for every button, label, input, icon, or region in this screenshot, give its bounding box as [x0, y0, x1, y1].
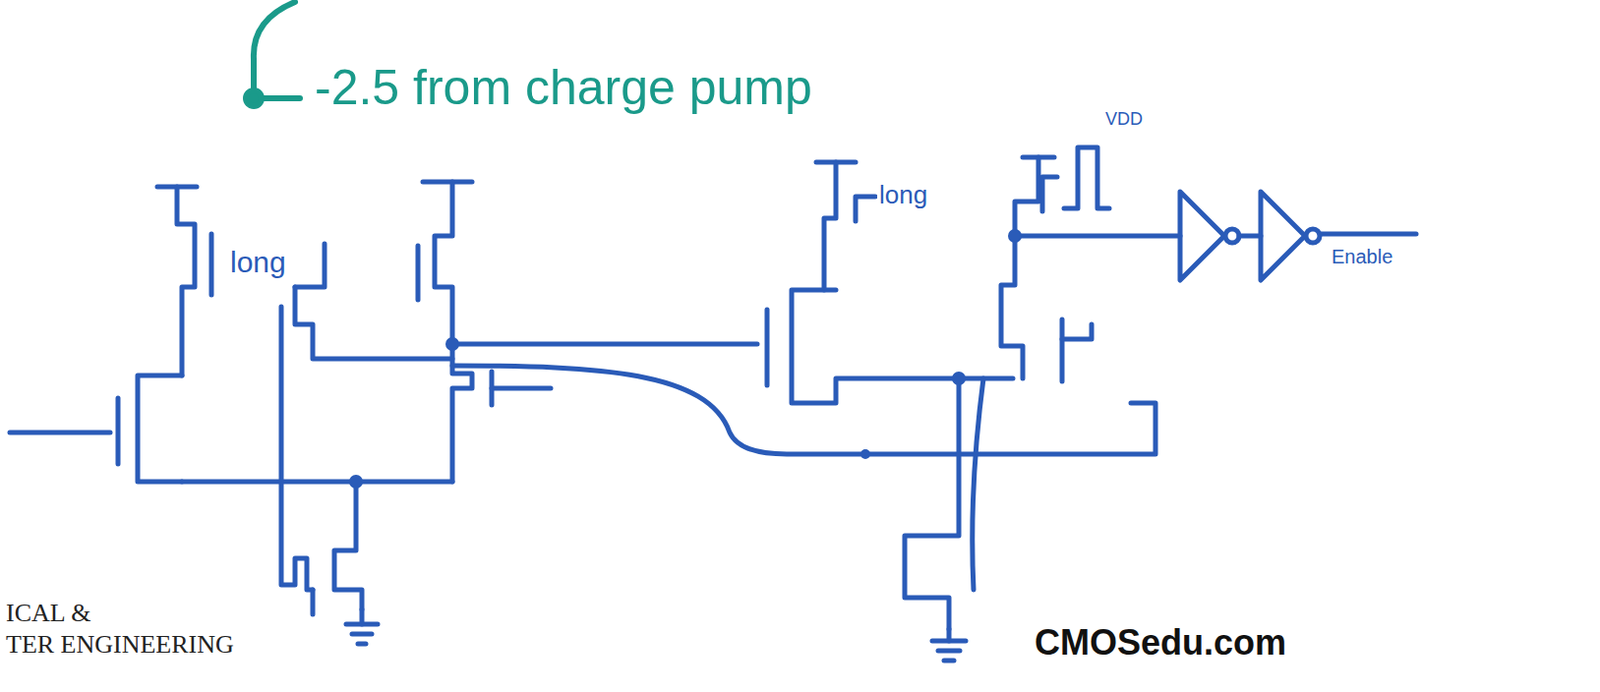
watermark: CMOSedu.com: [1032, 623, 1289, 663]
circuit-wires: [9, 147, 1417, 661]
logo-text: TER ENGINEERING: [3, 631, 237, 660]
signal-name: Enable: [1329, 245, 1395, 268]
charge-pump-note: -2.5 from charge pump: [312, 60, 815, 116]
device-note: long: [228, 245, 289, 279]
supply-name: VDD: [1103, 110, 1145, 130]
logo-text: ICAL &: [3, 599, 93, 629]
charge-pump-bracket: [245, 1, 300, 107]
junction-dots: [349, 229, 1022, 489]
device-note: long: [877, 180, 930, 210]
